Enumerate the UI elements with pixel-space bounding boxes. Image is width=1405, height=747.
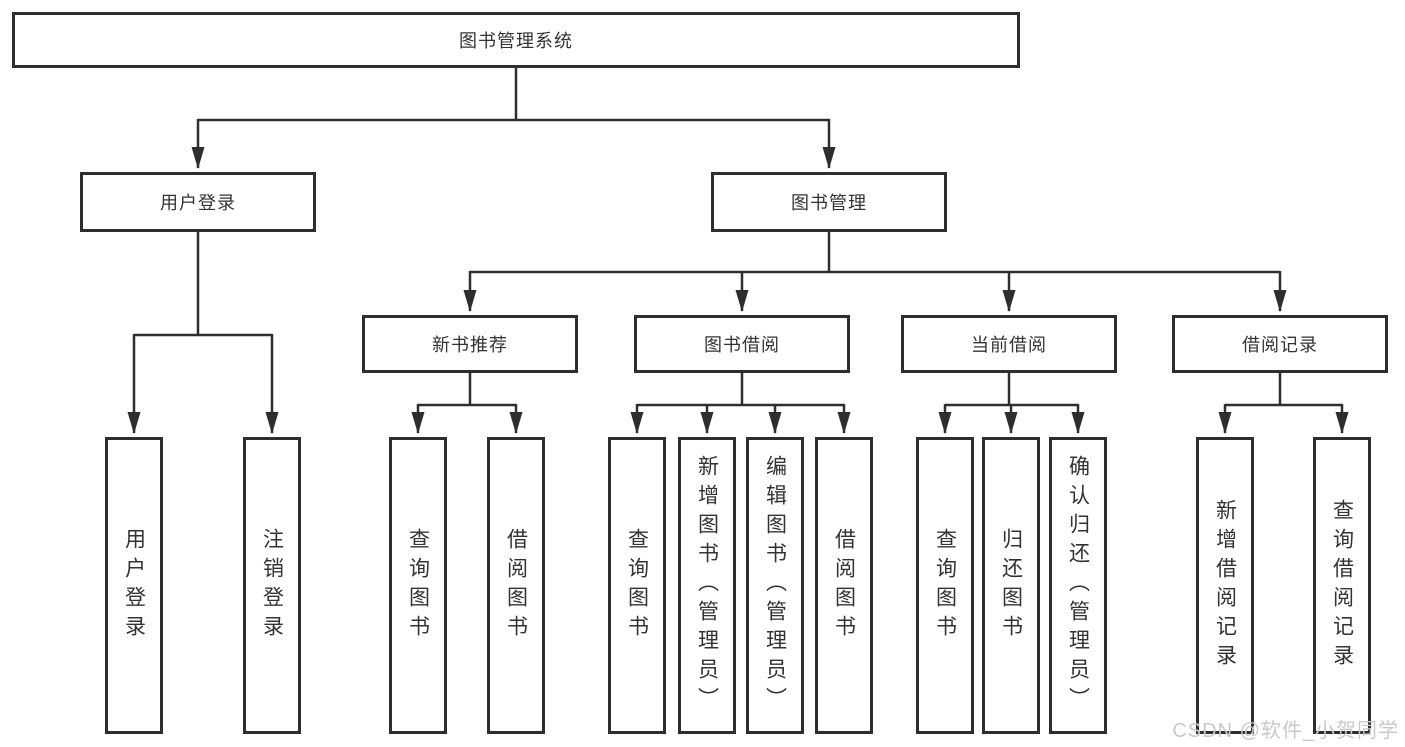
leaf-confirm-return-admin: 确认归还（管理员） [1049,437,1107,734]
node-new-book-recommend: 新书推荐 [362,315,578,373]
leaf-borrow-books: 借阅图书 [815,437,873,734]
leaf-label: 新增借阅记录 [1213,498,1237,673]
node-root: 图书管理系统 [12,12,1020,68]
node-book-borrow: 图书借阅 [634,315,850,373]
csdn-watermark: CSDN @软件_小贺同学 [1172,720,1399,742]
leaf-label: 借阅图书 [832,527,856,644]
leaf-label: 归还图书 [999,527,1023,644]
node-user-login: 用户登录 [80,172,316,232]
leaf-label: 查询借阅记录 [1330,498,1354,673]
node-borrow-records: 借阅记录 [1172,315,1388,373]
leaf-edit-book-admin: 编辑图书（管理员） [746,437,804,734]
leaf-label: 确认归还（管理员） [1066,455,1090,716]
leaf-query-borrow-record: 查询借阅记录 [1313,437,1371,734]
leaf-label: 用户登录 [122,527,146,644]
leaf-label: 查询图书 [406,527,430,644]
leaf-query-books-current: 查询图书 [916,437,974,734]
node-book-management: 图书管理 [711,172,947,232]
leaf-user-login: 用户登录 [105,437,163,734]
leaf-add-book-admin: 新增图书（管理员） [678,437,736,734]
node-current-borrow: 当前借阅 [901,315,1117,373]
leaf-query-books-borrow: 查询图书 [608,437,666,734]
leaf-label: 查询图书 [933,527,957,644]
leaf-query-books-recommend: 查询图书 [389,437,447,734]
leaf-label: 编辑图书（管理员） [763,455,787,716]
leaf-label: 新增图书（管理员） [695,455,719,716]
leaf-label: 借阅图书 [504,527,528,644]
leaf-logout: 注销登录 [243,437,301,734]
leaf-label: 注销登录 [260,527,284,644]
leaf-add-borrow-record: 新增借阅记录 [1196,437,1254,734]
leaf-return-books: 归还图书 [982,437,1040,734]
leaf-label: 查询图书 [625,527,649,644]
leaf-borrow-books-recommend: 借阅图书 [487,437,545,734]
